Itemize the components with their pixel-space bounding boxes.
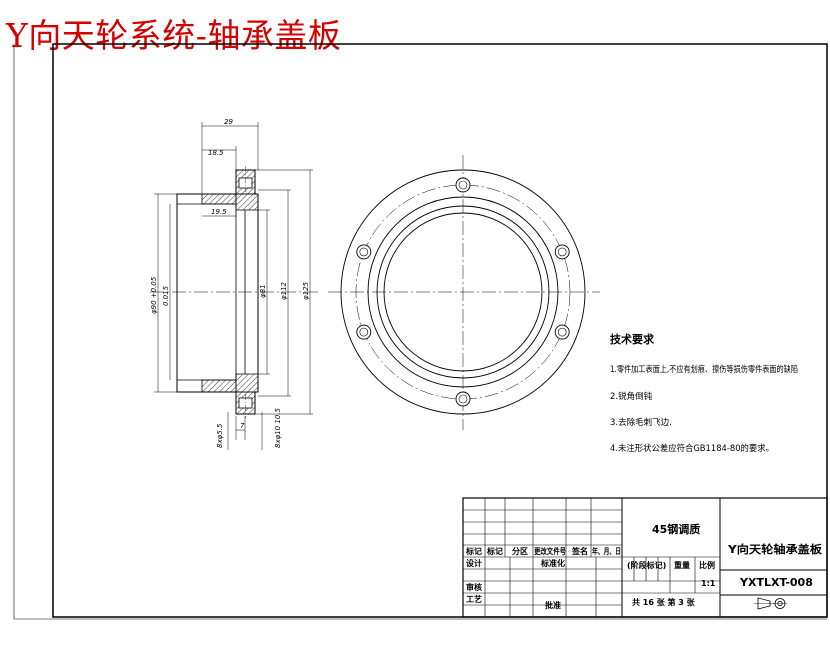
bolt-hole-6 [356,244,372,260]
tech-req-item-4: 4.未注形状公差应符合GB1184-80的要求。 [610,443,774,454]
tech-req-heading: 技术要求 [610,332,655,346]
tb-header-date: 年、月、日 [592,546,621,556]
ring-circle-3 [383,212,543,372]
tb-material: 45钢调质 [652,522,700,536]
tb-header-signature: 签名 [571,546,588,556]
dim-step: 7 [240,422,245,430]
hatch-top-lip [235,193,259,211]
bolt-hole-inner-6 [359,247,369,257]
dim-diameter-81: φ81 [259,284,267,298]
tb-process: 工艺 [466,594,482,604]
projection-symbol [754,597,787,610]
tb-scale: 1:1 [701,579,716,588]
dim-inner-diameter: φ90 +0.05 [150,276,158,314]
hatch-bottom-ring [201,379,237,393]
dim-bore-depth: 19.5 [211,208,227,216]
ring-circle-1 [367,196,559,388]
tb-header-docno: 更改文件号 [534,546,566,556]
dim-counterbore: 8xφ10 10.5 [274,408,282,448]
tb-part-name: Y向天轮轴承盖板 [727,542,823,556]
bolt-hole-inner-2 [557,247,567,257]
tb-standardization: 标准化 [540,558,565,568]
dim-hole-diameter: 8xφ5.5 [216,423,224,448]
tb-scale-label: 比例 [699,560,715,570]
bolt-hole-3 [554,324,570,340]
section-view [150,122,318,450]
dim-width-total: 29 [224,118,233,126]
tb-weight-label: 重量 [674,560,690,570]
tb-stage-label: (阶段标记) [627,560,666,570]
bolt-hole-inner-4 [458,394,468,404]
drawing-title: Y向天轮系统-轴承盖板 [6,16,342,55]
tb-approve: 批准 [545,600,561,610]
bolt-hole-inner-3 [557,327,567,337]
bolt-hole-1 [455,177,471,193]
drawing-frame [52,43,828,618]
tb-header-count: 标记 [486,546,503,556]
tb-review: 审核 [466,582,482,592]
bolt-hole-inner-5 [359,327,369,337]
bolt-hole-group [356,177,570,407]
tech-req-item-1: 1.零件加工表面上,不应有划痕、擦伤等损伤零件表面的缺陷 [610,364,798,375]
ring-circle-2 [376,205,550,379]
tb-drawing-no: YXTLXT-008 [739,576,813,589]
dim-diameter-125: φ125 [302,281,310,300]
dim-width-flange: 18.5 [208,149,224,157]
outer-circle [340,169,586,415]
tb-design: 设计 [466,558,482,568]
tech-req-item-3: 3.去除毛刺飞边. [610,417,672,428]
dim-diameter-112: φ112 [280,281,288,300]
hatch-bottom-lip [235,373,259,393]
tb-header-mark: 标记 [465,546,482,556]
tech-req-item-2: 2.锐角倒钝 [610,391,653,402]
bolt-hole-2 [554,244,570,260]
dim-inner-diameter-tol: 0.015 [162,285,170,306]
front-view [328,155,600,430]
hatch-top-ring [201,193,237,205]
bolt-hole-5 [356,324,372,340]
title-block [462,497,828,618]
tb-header-zone: 分区 [512,546,528,556]
bolt-hole-4 [455,391,471,407]
tb-sheets: 共 16 张 第 3 张 [632,597,696,607]
bolt-hole-inner-1 [458,180,468,190]
